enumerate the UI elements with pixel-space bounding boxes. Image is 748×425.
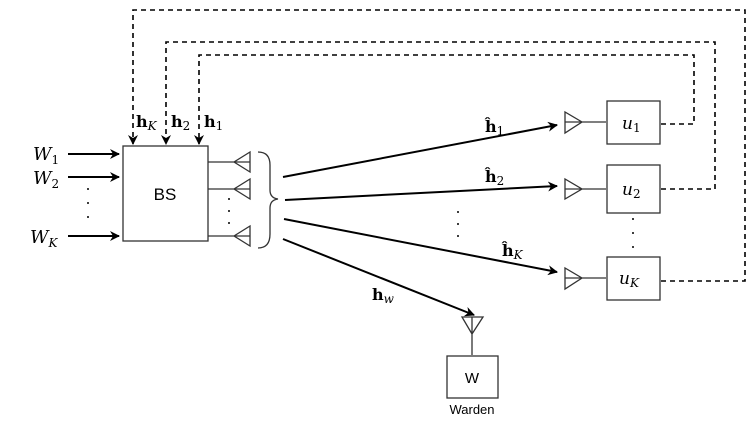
channel-arrow-w: [282, 238, 475, 317]
warden-caption: Warden: [449, 402, 494, 417]
channel-arrow-k: [283, 218, 558, 276]
channel-label-h1: ĥ1: [484, 116, 504, 138]
user-2-label: u2: [622, 180, 641, 201]
feedback-label-h1: h1: [204, 112, 223, 133]
user-k-label: uK: [619, 269, 640, 290]
input-w2: W2: [33, 168, 59, 191]
channel-arrow-1: [282, 121, 558, 178]
warden-box: [446, 355, 499, 399]
base-station-box: [122, 145, 209, 242]
feedback-line-k: [128, 9, 746, 282]
feedback-label-h2: h2: [171, 112, 190, 133]
warden-box-label: W: [465, 370, 480, 387]
input-ellipsis: [87, 188, 89, 218]
user-1-box: [606, 100, 661, 145]
warden-antenna-icon: [460, 316, 485, 355]
feedback-line-1: [194, 54, 695, 145]
input-wk: WK: [30, 227, 59, 250]
user-1-antenna-icon: [564, 110, 606, 135]
bs-antenna-array: [208, 150, 279, 249]
user-k-box: [606, 256, 661, 301]
base-station-label: BS: [154, 185, 177, 204]
input-w1: W1: [33, 144, 59, 167]
user-2-box: [606, 164, 661, 214]
channel-label-h2: ĥ2: [484, 166, 504, 188]
feedback-label-hk: hK: [136, 112, 158, 133]
channel-label-hw: hw: [372, 285, 395, 306]
user-k-antenna-icon: [564, 266, 606, 291]
user-2-antenna-icon: [564, 177, 606, 201]
channel-label-hk: ĥK: [501, 240, 524, 262]
feedback-line-2: [161, 41, 716, 190]
user-1-label: u1: [622, 114, 641, 135]
channel-arrow-2: [284, 181, 558, 201]
